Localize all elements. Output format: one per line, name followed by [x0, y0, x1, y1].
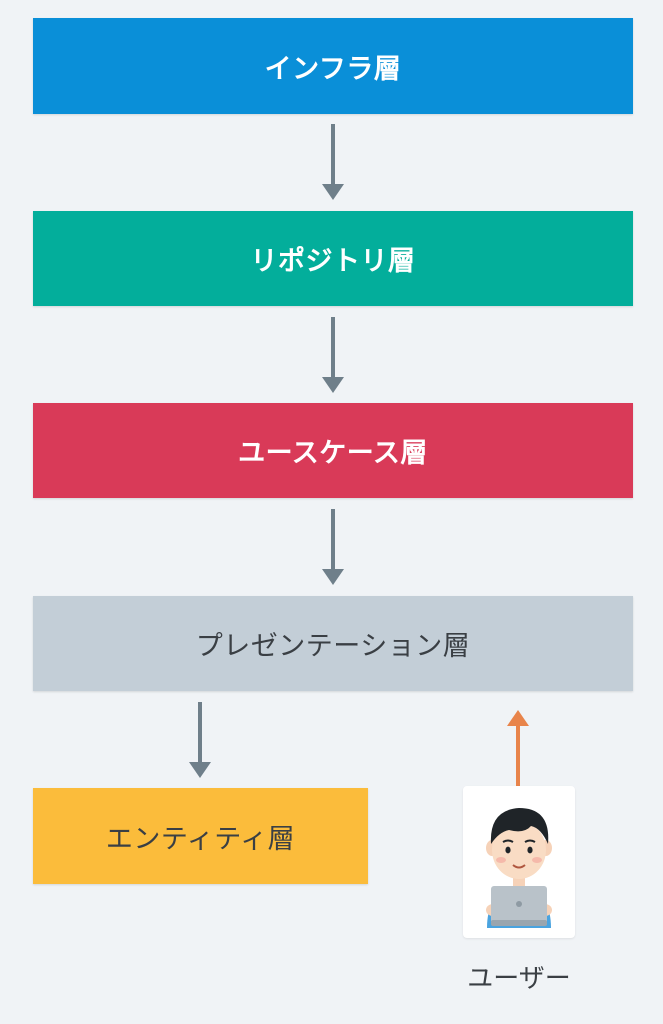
infra-layer-label: インフラ層: [264, 53, 402, 85]
entity-layer-box: エンティティ層: [33, 788, 368, 884]
arrow-down-icon: [322, 317, 344, 393]
repository-layer-label: リポジトリ層: [250, 246, 416, 277]
usecase-layer-label: ユースケース層: [238, 438, 428, 469]
repository-layer-box: リポジトリ層: [33, 211, 633, 306]
entity-layer-label: エンティティ層: [105, 823, 296, 855]
arrow-down-icon: [189, 702, 211, 778]
infra-layer-box: インフラ層: [33, 18, 633, 114]
user-label: ユーザー: [467, 964, 571, 994]
arrow-down-icon: [322, 509, 344, 585]
person-with-laptop-icon: [486, 808, 552, 928]
presentation-layer-label: プレゼンテーション層: [195, 631, 471, 662]
arrow-down-icon: [322, 124, 344, 200]
usecase-layer-box: ユースケース層: [33, 403, 633, 498]
user-card: [463, 786, 575, 938]
presentation-layer-box: プレゼンテーション層: [33, 596, 633, 691]
arrow-up-icon: [507, 710, 529, 786]
